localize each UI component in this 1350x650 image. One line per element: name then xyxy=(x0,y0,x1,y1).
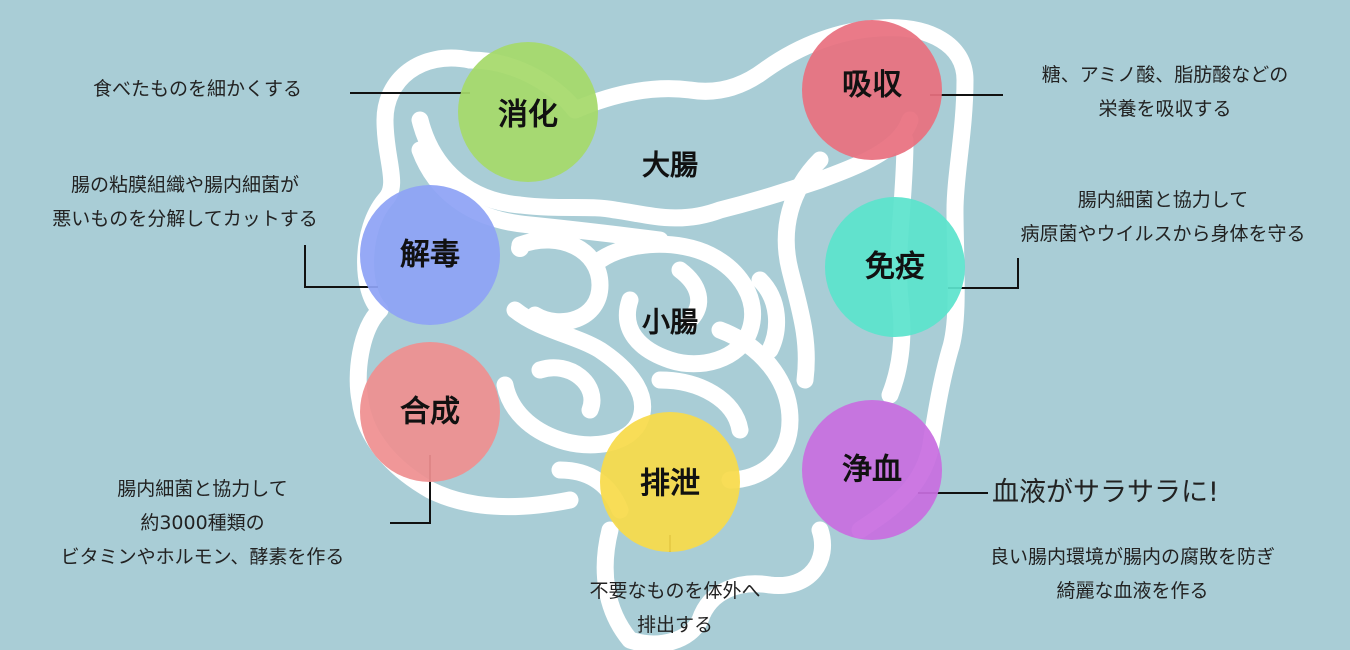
shoka-note: 食べたものを細かくする xyxy=(55,72,340,106)
shoka-label: 消化 xyxy=(498,98,558,133)
gedoku-label: 解毒 xyxy=(400,238,460,273)
gedoku-note: 腸の粘膜組織や腸内細菌が 悪いものを分解してカットする xyxy=(15,168,355,236)
kyushu-note: 糖、アミノ酸、脂肪酸などの 栄養を吸収する xyxy=(1010,58,1320,126)
meneki-note: 腸内細菌と協力して 病原菌やウイルスから身体を守る xyxy=(982,183,1344,251)
joketsu-headline: 血液がサラサラに! xyxy=(992,477,1219,508)
note-line: 約3000種類の xyxy=(140,512,265,534)
note-line: 不要なものを体外へ xyxy=(589,580,761,602)
note-line: 腸の粘膜組織や腸内細菌が xyxy=(70,174,299,196)
note-line: 綺麗な血液を作る xyxy=(1056,580,1209,602)
meneki-label: 免疫 xyxy=(865,250,925,285)
gedoku-circle xyxy=(360,185,500,325)
shoka-node: 消化 xyxy=(458,42,598,182)
note-line: 良い腸内環境が腸内の腐敗を防ぎ xyxy=(989,546,1275,568)
small-intestine-label: 小腸 xyxy=(642,306,698,339)
joketsu-label: 浄血 xyxy=(842,453,902,488)
joketsu-node: 浄血 xyxy=(802,400,942,540)
gedoku-node: 解毒 xyxy=(360,185,500,325)
note-line: 糖、アミノ酸、脂肪酸などの xyxy=(1041,64,1289,86)
haisetsu-label: 排泄 xyxy=(640,467,700,502)
meneki-node: 免疫 xyxy=(825,197,965,337)
gedoku-connector xyxy=(304,245,378,288)
haisetsu-note: 不要なものを体外へ 排出する xyxy=(555,574,795,642)
gosei-label: 合成 xyxy=(400,395,460,430)
note-line: ビタミンやホルモン、酵素を作る xyxy=(60,546,345,568)
joketsu-circle xyxy=(802,400,942,540)
haisetsu-circle xyxy=(600,412,740,552)
intestine-dot xyxy=(511,239,529,257)
kyushu-label: 吸収 xyxy=(842,68,903,103)
gosei-circle xyxy=(360,342,500,482)
note-line: 腸内細菌と協力して xyxy=(117,478,288,500)
note-line: 食べたものを細かくする xyxy=(92,78,302,100)
gosei-note: 腸内細菌と協力して 約3000種類の ビタミンやホルモン、酵素を作る xyxy=(15,472,390,574)
meneki-circle xyxy=(825,197,965,337)
note-line: 排出する xyxy=(636,614,713,636)
haisetsu-node: 排泄 xyxy=(600,412,740,552)
kyushu-circle xyxy=(802,20,942,160)
joketsu-note: 良い腸内環境が腸内の腐敗を防ぎ 綺麗な血液を作る xyxy=(940,540,1325,608)
shoka-circle xyxy=(458,42,598,182)
meneki-connector xyxy=(948,258,1019,289)
note-line: 病原菌やウイルスから身体を守る xyxy=(1020,223,1306,245)
large-intestine-label: 大腸 xyxy=(642,149,698,182)
kyushu-node: 吸収 xyxy=(802,20,942,160)
gosei-node: 合成 xyxy=(360,342,500,482)
note-line: 腸内細菌と協力して xyxy=(1077,189,1249,211)
note-line: 悪いものを分解してカットする xyxy=(52,208,318,230)
note-line: 栄養を吸収する xyxy=(1098,98,1232,120)
